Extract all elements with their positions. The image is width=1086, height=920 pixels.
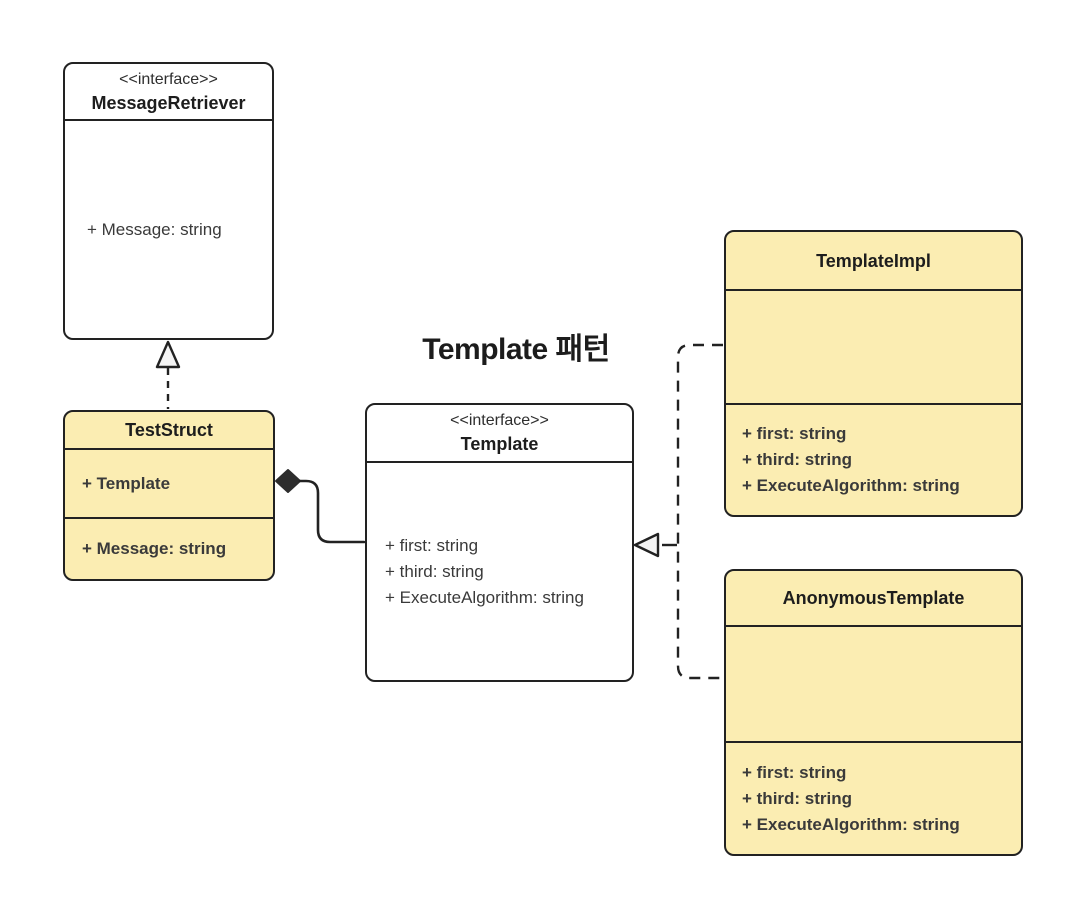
composition-connector-teststruct-to-template[interactable] xyxy=(275,469,366,544)
attribute-label: + ExecuteAlgorithm: string xyxy=(742,814,960,834)
class-header: TemplateImpl xyxy=(726,232,1021,289)
class-box-anonymoustemplate[interactable]: AnonymousTemplate + first: string + thir… xyxy=(724,569,1023,856)
realization-connector-teststruct-to-messageretriever[interactable] xyxy=(155,340,181,409)
realization-connector-impls-to-template[interactable] xyxy=(633,343,723,680)
class-name: AnonymousTemplate xyxy=(782,588,965,608)
attributes-compartment: + first: string + third: string + Execut… xyxy=(367,461,632,680)
diagram-title: Template 패턴 xyxy=(422,333,610,366)
attribute-label: + first: string xyxy=(742,424,847,443)
stereotype-label: <<interface>> xyxy=(450,412,549,429)
attribute-label: + Message: string xyxy=(87,219,222,239)
class-name: TestStruct xyxy=(125,420,213,440)
attribute-label: + ExecuteAlgorithm: string xyxy=(385,587,584,607)
attribute-label: + Message: string xyxy=(82,539,227,558)
realization-dashed-trunk-line[interactable] xyxy=(676,343,723,680)
class-header: TestStruct xyxy=(65,412,273,448)
class-header: AnonymousTemplate xyxy=(726,571,1021,625)
composition-solid-line[interactable] xyxy=(298,479,366,544)
attribute-label: + Template xyxy=(82,473,171,493)
class-name: TemplateImpl xyxy=(816,250,931,271)
empty-compartment xyxy=(726,625,1021,741)
attribute-label: + first: string xyxy=(742,762,847,782)
hollow-triangle-arrowhead-icon xyxy=(155,340,181,369)
empty-compartment xyxy=(726,289,1021,403)
attribute-label: + ExecuteAlgorithm: string xyxy=(742,476,960,495)
attribute-label: + first: string xyxy=(385,535,479,555)
fields-compartment: + Template xyxy=(65,448,273,517)
attribute-label: + third: string xyxy=(742,450,853,469)
class-name: MessageRetriever xyxy=(91,92,246,113)
attributes-compartment: + first: string + third: string + Execut… xyxy=(726,741,1021,854)
attributes-compartment: + first: string + third: string + Execut… xyxy=(726,403,1021,515)
attribute-label: + third: string xyxy=(385,561,484,581)
class-box-teststruct[interactable]: TestStruct + Template + Message: string xyxy=(63,410,275,581)
class-name: Template xyxy=(460,434,539,454)
class-box-template[interactable]: <<interface>> Template + first: string +… xyxy=(365,403,634,682)
class-box-templateimpl[interactable]: TemplateImpl + first: string + third: st… xyxy=(724,230,1023,517)
stereotype-label: <<interface>> xyxy=(119,70,218,88)
class-box-messageretriever[interactable]: <<interface>> MessageRetriever + Message… xyxy=(63,62,274,340)
attribute-label: + third: string xyxy=(742,788,853,808)
filled-diamond-icon xyxy=(275,469,301,493)
class-header: <<interface>> Template xyxy=(367,405,632,461)
class-header: <<interface>> MessageRetriever xyxy=(65,64,272,119)
attributes-compartment: + Message: string xyxy=(65,119,272,338)
hollow-triangle-arrowhead-icon xyxy=(633,532,660,558)
methods-compartment: + Message: string xyxy=(65,517,273,579)
